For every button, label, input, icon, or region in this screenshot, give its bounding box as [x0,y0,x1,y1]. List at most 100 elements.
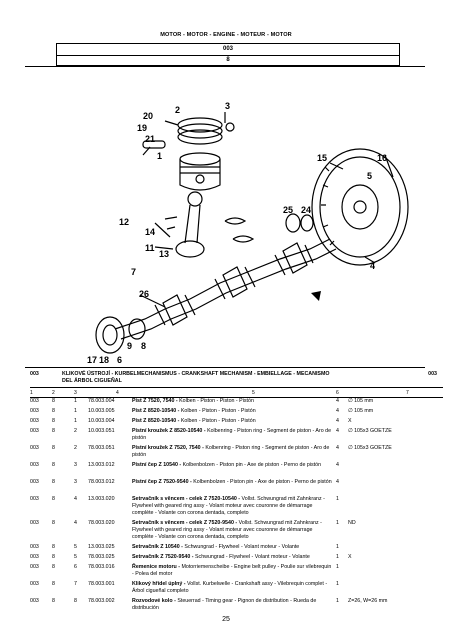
cell-description: Pístní čep Z 7520-9540 - Kolbenbolzen - … [132,479,332,486]
col-2: 2 [52,389,55,396]
callout-25: 25 [283,205,293,215]
cell-quantity: 1 [336,598,339,604]
cell-quantity: 4 [336,479,339,485]
cell-quantity: 4 [336,445,339,451]
callout-26: 26 [139,289,149,299]
cell-n: 78.003.012 [88,479,115,485]
part-name: Setrvačník Z 7520-9540 - [132,554,194,560]
cell-n: 78.003.051 [88,445,115,451]
part-translations: Kolbenring - Piston ring - Segment de pi… [132,445,330,458]
section-code-right: 003 [428,371,437,377]
cell-g: 003 [30,520,39,526]
cell-s: 8 [52,398,55,404]
cell-quantity: 4 [336,408,339,414]
cell-p: 2 [74,428,77,434]
callout-12: 12 [119,217,129,227]
section-title-line1: KLIKOVÉ ÚSTROJÍ - KURBELMECHANISMUS - CR… [62,371,330,377]
cell-quantity: 4 [336,462,339,468]
cell-g: 003 [30,598,39,604]
cell-quantity: 4 [336,428,339,434]
callout-15: 15 [317,153,327,163]
cell-n: 13.003.012 [88,462,115,468]
cell-note: Z=26, W=26 mm [348,598,388,604]
subgroup-code: 8 [56,54,400,66]
cell-s: 8 [52,581,55,587]
cell-note: X [348,418,352,424]
part-translations: Vollst. Kurbelwelle - Crankshaft assy - … [132,581,328,594]
cell-p: 1 [74,398,77,404]
cell-description: Pístní kroužek Z 8520-10540 - Kolbenring… [132,428,332,442]
cell-description: Setrvačník s věncem - celek Z 7520-9540 … [132,520,332,541]
cell-description: Pístní čep Z 10540 - Kolbenbolzen - Pist… [132,462,332,469]
section-code: 003 [30,371,39,377]
part-name: Řemenice motoru - [132,564,180,570]
callout-2: 2 [175,105,180,115]
cell-n: 10.003.051 [88,428,115,434]
col-3: 3 [74,389,77,396]
part-translations: Kolben - Piston - Piston - Pistón [179,418,256,424]
col-5: 5 [252,389,255,396]
cell-note: ∅ 105 mm [348,398,374,404]
cell-quantity: 1 [336,564,339,570]
cell-g: 003 [30,564,39,570]
cell-description: Řemenice motoru - Motorriemenscheibe - E… [132,564,332,578]
cell-quantity: 1 [336,554,339,560]
cell-g: 003 [30,554,39,560]
cell-p: 5 [74,544,77,550]
part-name: Pístní kroužek Z 7520, 7540 - [132,445,204,451]
callout-9: 9 [127,341,132,351]
cell-quantity: 1 [336,496,339,502]
section-title: KLIKOVÉ ÚSTROJÍ - KURBELMECHANISMUS - CR… [62,371,392,385]
cell-s: 8 [52,564,55,570]
callout-16: 16 [377,153,387,163]
cell-n: 78.003.016 [88,564,115,570]
cell-n: 13.003.020 [88,496,115,502]
callout-13: 13 [159,249,169,259]
part-name: Setrvačník s věncem - celek Z 7520-9540 … [132,520,238,526]
cell-p: 4 [74,496,77,502]
cell-n: 78.003.002 [88,598,115,604]
cell-p: 4 [74,520,77,526]
callout-14: 14 [145,227,155,237]
cell-quantity: 1 [336,581,339,587]
page-number: 25 [222,616,230,623]
part-name: Pístní čep Z 7520-9540 - [132,479,192,485]
cell-quantity: 4 [336,418,339,424]
cell-g: 003 [30,581,39,587]
cell-quantity: 1 [336,520,339,526]
cell-g: 003 [30,479,39,485]
part-name: Rozvodové kolo - [132,598,176,604]
part-translations: Kolbenbolzen - Piston pin - Axe de pisto… [181,462,322,468]
callout-20: 20 [143,111,153,121]
cell-quantity: 4 [336,398,339,404]
cell-n: 13.003.025 [88,544,115,550]
cell-description: Setrvačník s věncem - celek Z 7520-10540… [132,496,332,517]
cell-p: 7 [74,581,77,587]
cell-s: 8 [52,418,55,424]
part-name: Pístní čep Z 10540 - [132,462,182,468]
part-translations: Kolbenring - Piston ring - Segment de pi… [132,428,332,441]
cell-description: Píst Z 7520, 7540 - Kolben - Piston - Pi… [132,398,332,405]
cell-n: 10.003.005 [88,408,115,414]
cell-s: 8 [52,462,55,468]
callout-8: 8 [141,341,146,351]
exploded-view-figure: 20 19 2 3 21 1 15 16 5 25 24 12 14 11 13… [25,66,425,368]
callout-19: 19 [137,123,147,133]
part-translations: Vollst. Schwungrad mit Zahnkranz - Flywh… [132,496,325,516]
part-name: Setrvačník s věncem - celek Z 7520-10540… [132,496,241,502]
callout-7: 7 [131,267,136,277]
cell-s: 8 [52,520,55,526]
cell-note: ∅ 105x3 GOETZE [348,445,392,451]
cell-note: ∅ 105 mm [348,408,374,414]
cell-g: 003 [30,496,39,502]
callout-18: 18 [99,355,109,365]
cell-g: 003 [30,418,39,424]
column-number-row: 1 2 3 4 5 6 7 [30,387,443,398]
part-translations: Schwungrad - Flywheel - Volant moteur - … [193,554,310,560]
col-6: 6 [336,389,339,396]
part-translations: Kolben - Piston - Piston - Pistón [179,408,256,414]
cell-s: 8 [52,554,55,560]
cell-note: ∅ 105x3 GOETZE [348,428,392,434]
cell-s: 8 [52,408,55,414]
cell-g: 003 [30,398,39,404]
